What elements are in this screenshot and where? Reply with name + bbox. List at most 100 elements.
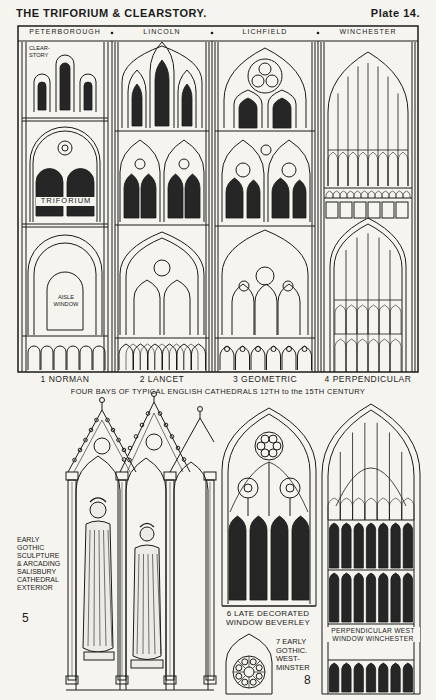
drawing-stroke <box>282 346 296 370</box>
drawing-stroke <box>146 412 150 416</box>
drawing-stroke <box>120 402 190 472</box>
drawing-stroke <box>326 191 333 198</box>
drawing-stroke <box>315 42 316 372</box>
drawing-stroke <box>379 305 390 334</box>
drawing-stroke <box>415 42 416 372</box>
plate-number: Plate 14. <box>320 7 420 20</box>
drawing-stroke <box>140 423 144 427</box>
drawing-stroke <box>375 191 382 198</box>
drawing-stroke <box>122 448 126 452</box>
drawing-stroke <box>328 520 414 521</box>
drawing-stroke <box>22 227 108 228</box>
drawing-stroke <box>182 458 186 462</box>
drawing-stroke <box>324 42 325 372</box>
drawing-stroke <box>66 690 214 691</box>
drawing-stroke <box>47 272 83 330</box>
drawing-stroke <box>248 498 249 516</box>
drawing-stroke <box>132 84 142 126</box>
drawing-stroke <box>28 346 40 370</box>
drawing-stroke <box>116 676 128 684</box>
drawing-stroke <box>170 435 174 439</box>
drawing-stroke <box>242 679 248 685</box>
drawing-stroke <box>389 191 396 198</box>
drawing-stroke <box>226 634 272 694</box>
drawing-stroke <box>76 456 120 690</box>
drawing-stroke <box>34 243 96 335</box>
drawing-stroke <box>84 438 88 442</box>
drawing-stroke <box>342 523 351 568</box>
drawing-stroke <box>321 42 322 372</box>
drawing-stroke <box>120 140 160 222</box>
drawing-stroke <box>22 336 108 337</box>
drawing-stroke <box>200 411 201 418</box>
drawing-stroke <box>115 225 209 226</box>
drawing-stroke <box>396 202 408 218</box>
drawing-stroke <box>353 498 365 520</box>
drawing-stroke <box>236 665 242 671</box>
drawing-stroke <box>248 59 282 93</box>
drawing-stroke <box>215 338 315 339</box>
drawing-stroke <box>28 235 102 335</box>
drawing-stroke <box>141 174 156 218</box>
drawing-stroke <box>347 191 354 198</box>
drawing-stroke <box>209 42 210 372</box>
drawing-stroke <box>22 118 108 119</box>
drawing-stroke <box>168 174 183 218</box>
drawing-stroke <box>366 573 375 622</box>
drawing-stroke <box>249 656 250 667</box>
drawing-stroke <box>124 174 139 218</box>
drawing-stroke <box>342 663 351 692</box>
callout-number: 8 <box>304 674 318 688</box>
place-name: PETERBOROUGH <box>18 28 112 36</box>
drawing-stroke <box>36 169 63 216</box>
drawing-stroke <box>178 70 196 128</box>
drawing-stroke <box>348 152 358 186</box>
drawing-stroke <box>388 152 398 186</box>
drawing-stroke <box>255 432 283 460</box>
drawing-stroke <box>354 663 363 692</box>
drawing-stroke <box>261 145 271 155</box>
drawing-stroke <box>99 530 100 646</box>
drawing-stroke <box>330 663 339 692</box>
drawing-stroke <box>340 202 352 218</box>
drawing-stroke <box>155 60 169 126</box>
drawing-stroke <box>128 446 132 450</box>
drawing-stroke <box>128 458 132 462</box>
drawing-stroke <box>222 605 316 607</box>
drawing-stroke <box>158 412 162 416</box>
drawing-stroke <box>379 573 388 622</box>
drawing-stroke <box>174 462 208 690</box>
drawing-stroke <box>234 90 262 128</box>
drawing-stroke <box>379 339 390 372</box>
drawing-stroke <box>157 554 161 654</box>
style-caption: 4 PERPENDICULAR <box>318 375 418 385</box>
drawing-stroke <box>226 178 243 218</box>
drawing-stroke <box>60 63 70 110</box>
drawing-stroke <box>256 665 262 671</box>
drawing-stroke <box>330 523 339 568</box>
drawing-stroke <box>134 280 160 335</box>
drawing-stroke <box>146 434 162 450</box>
drawing-stroke <box>143 554 145 654</box>
drawing-stroke <box>126 344 140 370</box>
drawing-stroke <box>150 42 174 128</box>
drawing-stroke <box>250 679 256 685</box>
style-caption: 3 GEOMETRIC <box>212 375 318 385</box>
drawing-stroke <box>154 260 170 276</box>
drawing-stroke <box>111 428 115 432</box>
drawing-stroke <box>26 42 27 372</box>
drawing-stroke <box>324 188 412 189</box>
drawing-stroke <box>403 573 412 622</box>
drawing-stroke <box>338 152 348 186</box>
drawing-stroke <box>215 42 216 372</box>
bay-divider <box>112 41 113 372</box>
drawing-stroke <box>215 131 315 132</box>
figure-caption: EARLY GOTHIC SCULPTURE & ARCADING SALISB… <box>17 536 65 592</box>
drawing-stroke <box>330 573 339 622</box>
place-name: LINCOLN <box>112 28 212 36</box>
drawing-stroke <box>184 344 198 370</box>
drawing-stroke <box>244 484 252 492</box>
drawing-stroke <box>328 150 408 151</box>
drawing-stroke <box>106 418 110 422</box>
drawing-stroke <box>346 305 357 334</box>
